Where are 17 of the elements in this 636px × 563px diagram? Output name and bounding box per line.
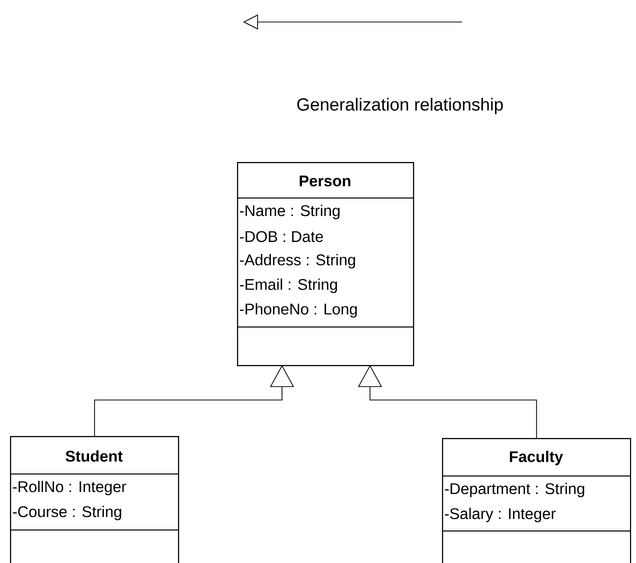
attribute-text: -Course : String bbox=[12, 506, 122, 520]
title: Generalization relationship bbox=[297, 98, 503, 114]
attribute-text: -Salary : Integer bbox=[444, 508, 556, 522]
class-box bbox=[10, 436, 180, 563]
generalization-arrow bbox=[358, 365, 537, 438]
attribute-text: -Name : String bbox=[240, 204, 340, 220]
class-box bbox=[442, 438, 632, 563]
class-name: Person bbox=[300, 176, 350, 186]
attribute-text: -Address : String bbox=[240, 254, 356, 268]
class-box bbox=[237, 162, 414, 366]
attribute-text: -DOB : Date bbox=[240, 231, 323, 242]
attribute-text: -PhoneNo : Long bbox=[240, 303, 357, 318]
class-name: Student bbox=[66, 450, 123, 462]
attribute-text: -RollNo : Integer bbox=[12, 480, 126, 496]
attribute-text: -Email : String bbox=[240, 278, 337, 294]
attribute-text: -Department : String bbox=[444, 482, 584, 498]
class-name: Faculty bbox=[510, 450, 564, 466]
